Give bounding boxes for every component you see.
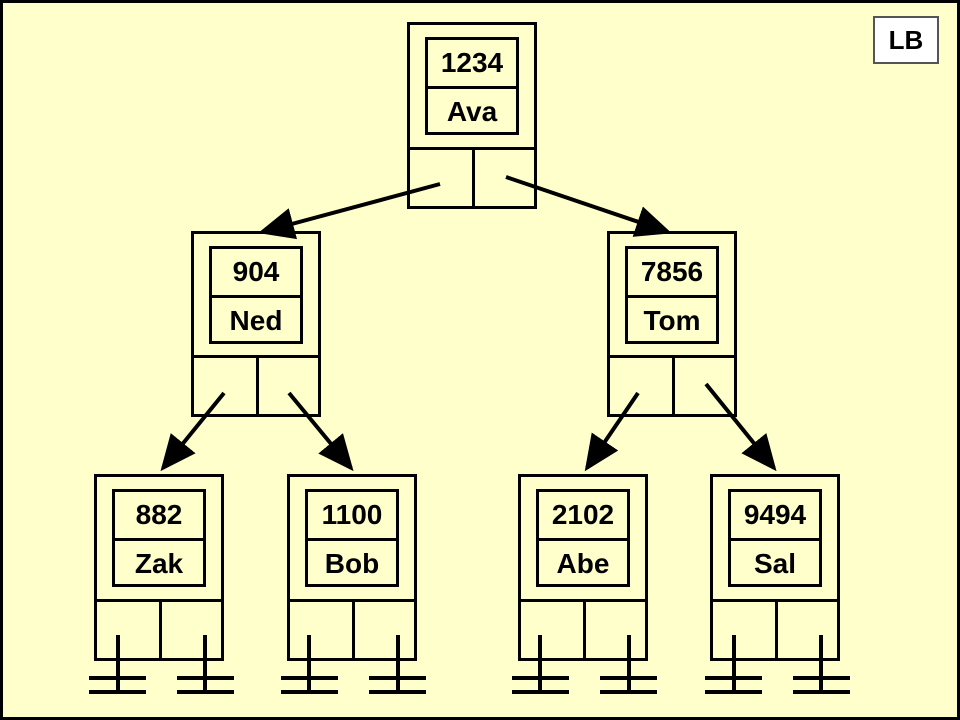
node-name: Ned (229, 305, 283, 336)
node-key: 1234 (428, 40, 516, 89)
pointer-divider (352, 602, 355, 658)
node-name: Sal (753, 548, 797, 579)
node-key: 9494 (731, 492, 819, 541)
tree-node-left: 904 Ned (191, 231, 321, 417)
node-data-box: 882 Zak (112, 489, 206, 587)
pointer-row (194, 355, 318, 414)
node-data-box: 904 Ned (209, 246, 303, 344)
node-data-box: 9494 Sal (728, 489, 822, 587)
node-name: Bob (324, 548, 380, 579)
node-name: Zak (134, 548, 184, 579)
tree-node-leaf: 9494 Sal (710, 474, 840, 661)
tree-node-leaf: 882 Zak (94, 474, 224, 661)
pointer-row (410, 147, 534, 206)
node-data-box: 1234 Ava (425, 37, 519, 135)
null-pointer-icon (89, 635, 146, 694)
pointer-row (97, 599, 221, 658)
null-pointer-icon (512, 635, 569, 694)
node-data-box: 1100 Bob (305, 489, 399, 587)
pointer-row (610, 355, 734, 414)
node-name: Tom (643, 305, 701, 336)
null-pointer-icon (600, 635, 657, 694)
node-key: 882 (115, 492, 203, 541)
pointer-divider (472, 150, 475, 206)
node-key: 904 (212, 249, 300, 298)
tree-node-leaf: 2102 Abe (518, 474, 648, 661)
pointer-divider (775, 602, 778, 658)
edge-arrow (160, 391, 226, 472)
pointer-row (290, 599, 414, 658)
node-key: 2102 (539, 492, 627, 541)
pointer-divider (672, 358, 675, 414)
pointer-row (713, 599, 837, 658)
pointer-divider (256, 358, 259, 414)
pointer-row (521, 599, 645, 658)
node-data-box: 7856 Tom (625, 246, 719, 344)
node-name: Abe (556, 548, 610, 579)
node-key: 7856 (628, 249, 716, 298)
tree-node-root: 1234 Ava (407, 22, 537, 209)
null-pointer-icon (369, 635, 426, 694)
null-pointer-icon (281, 635, 338, 694)
pointer-divider (583, 602, 586, 658)
edge-arrow (258, 182, 441, 240)
tree-node-leaf: 1100 Bob (287, 474, 417, 661)
edge-arrow (584, 391, 640, 472)
edge-arrow (704, 382, 777, 472)
node-key: 1100 (308, 492, 396, 541)
node-name: Ava (446, 96, 498, 127)
node-data-box: 2102 Abe (536, 489, 630, 587)
lb-badge: LB (873, 16, 939, 64)
pointer-divider (159, 602, 162, 658)
null-pointer-icon (793, 635, 850, 694)
null-pointer-icon (177, 635, 234, 694)
null-pointer-icon (705, 635, 762, 694)
tree-node-right: 7856 Tom (607, 231, 737, 417)
edge-arrow (505, 175, 672, 237)
edge-arrow (287, 391, 354, 472)
